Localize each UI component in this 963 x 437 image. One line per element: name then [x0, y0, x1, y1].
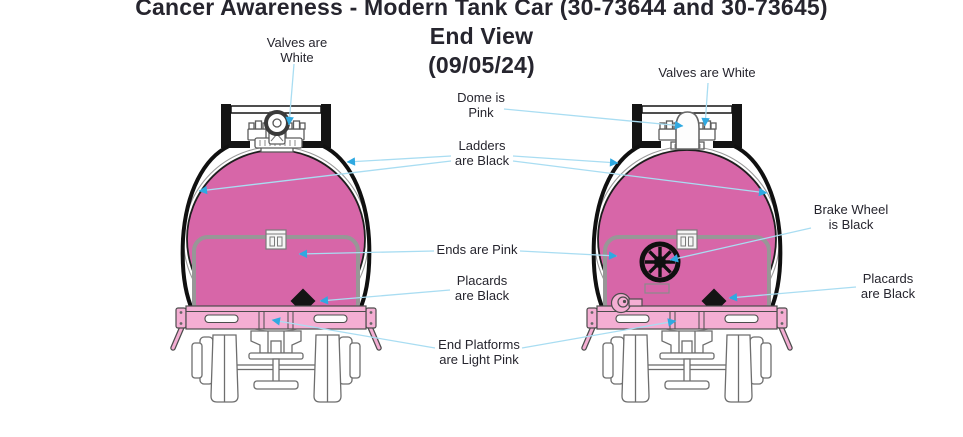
label-placards-right: Placards are Black: [860, 271, 916, 301]
leader-line-ladders-left-car-left: [198, 160, 452, 195]
label-valves-right: Valves are White: [658, 65, 756, 80]
label-placards-center: Placards are Black: [454, 273, 510, 303]
label-ends: Ends are Pink: [436, 242, 518, 257]
page-subtitle: End View: [429, 23, 534, 49]
leader-line-placards-right: [728, 286, 857, 302]
label-dome: Dome is Pink: [457, 90, 505, 120]
leader-lines: [198, 63, 857, 349]
leader-line-ladders-right-car-left: [512, 155, 619, 167]
page-date: (09/05/24): [428, 52, 535, 78]
label-brake-wheel: Brake Wheel is Black: [813, 202, 889, 232]
label-ladders: Ladders are Black: [454, 138, 510, 168]
leader-line-ladders-right-car-right: [512, 160, 768, 197]
leader-line-brake-wheel: [669, 227, 812, 263]
leader-line-valves-right: [701, 82, 710, 127]
title-block: Cancer Awareness - Modern Tank Car (30-7…: [0, 0, 963, 80]
page-title: Cancer Awareness - Modern Tank Car (30-7…: [135, 0, 828, 20]
label-end-platforms: End Platforms are Light Pink: [438, 337, 520, 367]
leader-line-placards-center: [319, 289, 451, 305]
leader-line-ends-right: [519, 250, 618, 260]
leader-line-ends-left: [298, 249, 435, 259]
leader-line-platforms-right: [521, 318, 677, 349]
right-tank-car-end-view: [584, 104, 790, 402]
leader-line-dome: [503, 108, 684, 130]
leader-line-platforms-left: [271, 317, 436, 349]
label-valves-left: Valves are White: [266, 35, 328, 65]
leader-line-valves-left: [285, 63, 295, 126]
leader-line-ladders-left-car-right: [346, 155, 452, 166]
